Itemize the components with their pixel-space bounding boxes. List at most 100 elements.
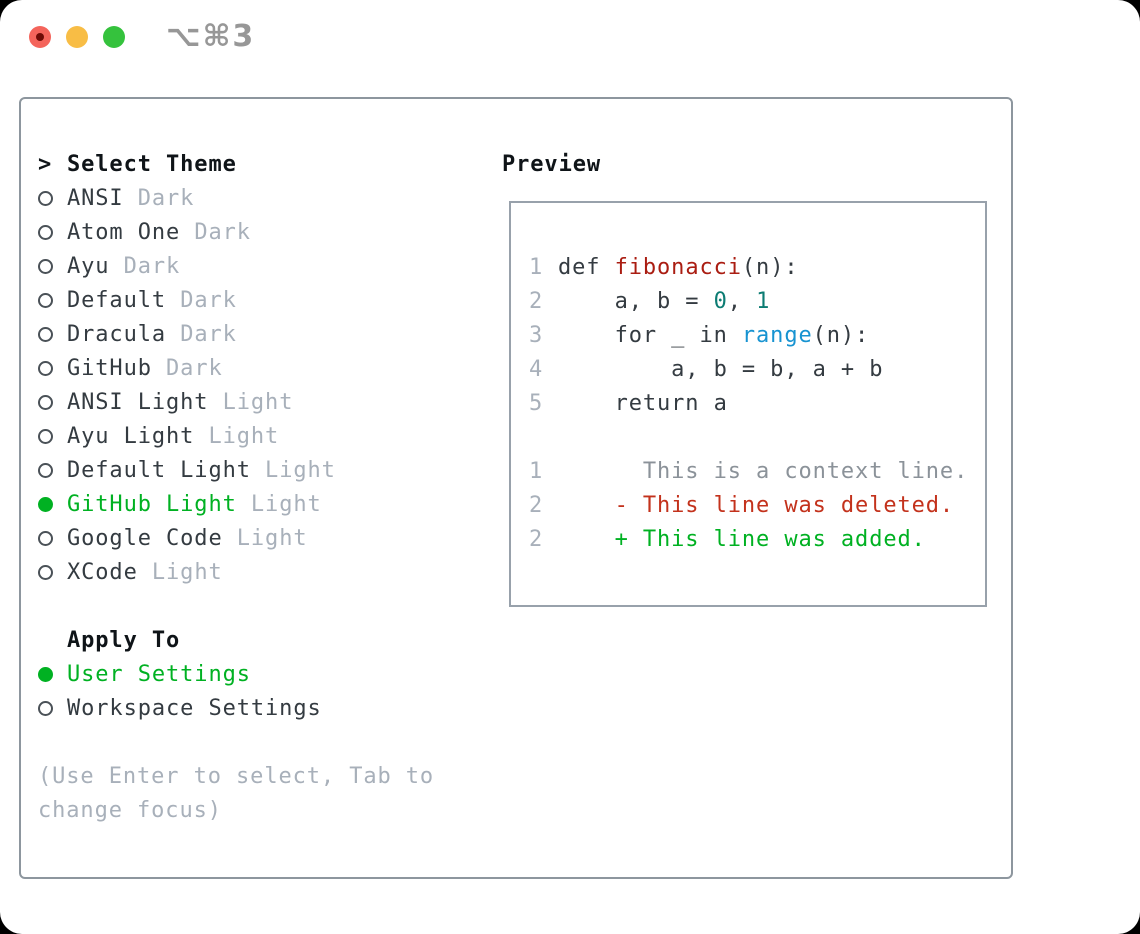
apply-option-name: User Settings [67, 662, 251, 687]
radio-icon [38, 420, 67, 455]
theme-badge [166, 322, 180, 347]
theme-name: ANSI Light [67, 390, 209, 415]
line-number: 1 [529, 255, 558, 280]
apply-to-header: Apply To [38, 624, 434, 658]
code-line: 5 return a [529, 387, 985, 421]
theme-option-ayu-dark[interactable]: Ayu Dark [38, 250, 434, 284]
code-segment: return a [558, 391, 728, 416]
minimize-button[interactable] [66, 26, 88, 48]
titlebar: ⌥⌘3 [0, 0, 1140, 75]
select-theme-header: > Select Theme [38, 148, 434, 182]
theme-option-dracula-dark[interactable]: Dracula Dark [38, 318, 434, 352]
theme-name: Google Code [67, 526, 223, 551]
theme-badge [194, 424, 208, 449]
theme-badge-text: Light [208, 424, 280, 449]
code-segment: a, b = [558, 289, 714, 314]
theme-option-ayu-light[interactable]: Ayu Light Light [38, 420, 434, 454]
radio-icon [38, 318, 67, 353]
theme-badge-text: Light [222, 390, 294, 415]
code-segment: (n): [741, 255, 799, 280]
theme-option-ansi-light[interactable]: ANSI Light Light [38, 386, 434, 420]
theme-name: Dracula [67, 322, 167, 347]
radio-icon [38, 488, 67, 523]
line-number: 1 [529, 459, 558, 484]
zoom-button[interactable] [103, 26, 125, 48]
radio-icon [38, 182, 67, 217]
code-segment: 0 [713, 289, 728, 314]
theme-option-github-light[interactable]: GitHub Light Light [38, 488, 434, 522]
preview-box: 1 def fibonacci(n): 2 a, b = 0, 1 3 for … [509, 201, 987, 607]
page-title: Select Theme [67, 152, 237, 177]
theme-badge-text: Dark [180, 322, 237, 347]
theme-option-default-light[interactable]: Default Light Light [38, 454, 434, 488]
apply-option-workspace-settings[interactable]: Workspace Settings [38, 692, 434, 726]
theme-badge [251, 458, 265, 483]
theme-name: GitHub Light [67, 492, 237, 517]
radio-icon [38, 692, 67, 727]
theme-badge-text: Dark [180, 288, 237, 313]
code-segment: for _ in [558, 323, 742, 348]
theme-badge [237, 492, 251, 517]
radio-icon [38, 386, 67, 421]
theme-badge [138, 560, 152, 585]
code-segment: def [558, 255, 615, 280]
theme-name: Ayu [67, 254, 110, 279]
code-segment: a, b = b, a + b [558, 357, 884, 382]
theme-name: GitHub [67, 356, 152, 381]
line-number: 4 [529, 357, 558, 382]
radio-icon [38, 216, 67, 251]
theme-name: ANSI [67, 186, 124, 211]
window-title-shortcut: ⌥⌘3 [166, 19, 256, 54]
theme-badge [124, 186, 138, 211]
spacer [38, 726, 434, 760]
theme-option-ansi-dark[interactable]: ANSI Dark [38, 182, 434, 216]
code-segment: This is a context line. [558, 459, 969, 484]
theme-badge-text: Dark [123, 254, 181, 279]
theme-badge-text: Dark [137, 186, 195, 211]
code-segment: - This line was deleted. [558, 493, 955, 518]
code-line-deleted: 2 - This line was deleted. [529, 489, 985, 523]
apply-option-name: Workspace Settings [67, 696, 322, 721]
theme-badge-text: Light [151, 560, 223, 585]
code-line: 1 def fibonacci(n): [529, 251, 985, 285]
theme-badge-text: Dark [194, 220, 251, 245]
code-segment: + This line was added. [558, 527, 926, 552]
radio-icon [38, 522, 67, 557]
code-line: 2 a, b = 0, 1 [529, 285, 985, 319]
theme-option-default-dark[interactable]: Default Dark [38, 284, 434, 318]
theme-option-google-code[interactable]: Google Code Light [38, 522, 434, 556]
code-line: 4 a, b = b, a + b [529, 353, 985, 387]
code-line-context: 1 This is a context line. [529, 455, 985, 489]
radio-icon [38, 556, 67, 591]
theme-badge [152, 356, 166, 381]
code-line-blank [529, 421, 985, 455]
code-segment: 1 [756, 289, 771, 314]
theme-badge [223, 526, 237, 551]
spacer [38, 590, 434, 624]
section-title: Apply To [67, 628, 181, 653]
preview-title: Preview [502, 152, 602, 177]
line-number: 2 [529, 527, 558, 552]
code-line-added: 2 + This line was added. [529, 523, 985, 557]
radio-icon [38, 284, 67, 319]
theme-option-github-dark[interactable]: GitHub Dark [38, 352, 434, 386]
radio-icon [38, 658, 67, 693]
code-segment: (n): [812, 323, 870, 348]
theme-option-atom-one-dark[interactable]: Atom One Dark [38, 216, 434, 250]
line-number: 5 [529, 391, 558, 416]
theme-badge-text: Dark [166, 356, 223, 381]
radio-icon [38, 454, 67, 489]
radio-icon [38, 250, 67, 285]
code-segment: range [741, 323, 813, 348]
theme-option-xcode[interactable]: XCode Light [38, 556, 434, 590]
prompt-icon: > [38, 152, 53, 177]
theme-badge [180, 220, 194, 245]
hint-text-line1: (Use Enter to select, Tab to [38, 764, 435, 789]
theme-badge [166, 288, 180, 313]
theme-badge-text: Light [250, 492, 322, 517]
theme-name: Default Light [67, 458, 251, 483]
code-line: 3 for _ in range(n): [529, 319, 985, 353]
close-button[interactable] [29, 26, 51, 48]
theme-badge [109, 254, 123, 279]
apply-option-user-settings[interactable]: User Settings [38, 658, 434, 692]
